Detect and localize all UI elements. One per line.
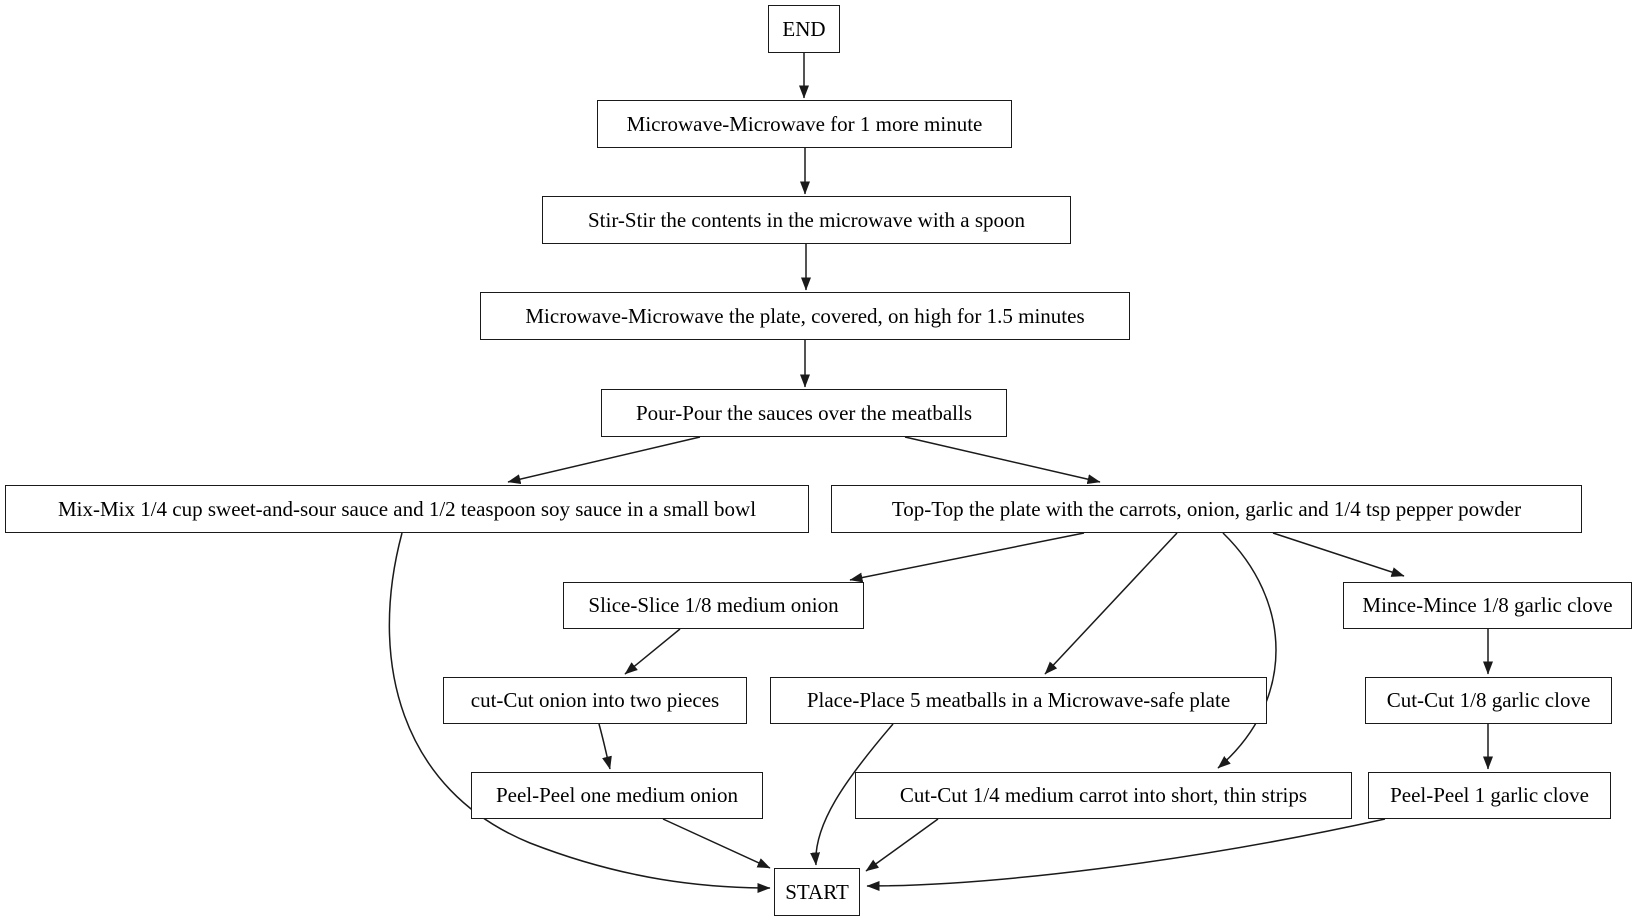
node-start: START	[774, 868, 860, 916]
node-label: Peel-Peel one medium onion	[495, 783, 739, 807]
node-label: cut-Cut onion into two pieces	[470, 688, 720, 712]
node-label: Cut-Cut 1/8 garlic clove	[1386, 688, 1591, 712]
node-label: Cut-Cut 1/4 medium carrot into short, th…	[899, 783, 1308, 807]
node-top: Top-Top the plate with the carrots, onio…	[831, 485, 1582, 533]
edge-peel-garlic-to-start	[866, 818, 1386, 891]
node-label: Mince-Mince 1/8 garlic clove	[1362, 593, 1613, 617]
node-mix: Mix-Mix 1/4 cup sweet-and-sour sauce and…	[5, 485, 809, 533]
node-cut-garlic: Cut-Cut 1/8 garlic clove	[1365, 677, 1612, 724]
edge-pour-to-mix	[507, 436, 701, 485]
node-pour: Pour-Pour the sauces over the meatballs	[601, 389, 1007, 437]
node-label: Peel-Peel 1 garlic clove	[1390, 783, 1589, 807]
edge-cut-onion-to-peel-onion	[598, 723, 612, 770]
edge-top-to-place	[1044, 532, 1178, 675]
node-label: Place-Place 5 meatballs in a Microwave-s…	[806, 688, 1231, 712]
edge-place-to-start	[810, 723, 894, 866]
node-label: Pour-Pour the sauces over the meatballs	[635, 400, 973, 425]
node-mince: Mince-Mince 1/8 garlic clove	[1343, 582, 1632, 629]
node-label: Slice-Slice 1/8 medium onion	[588, 593, 839, 617]
node-slice: Slice-Slice 1/8 medium onion	[563, 582, 864, 629]
edge-top-to-slice	[849, 532, 1085, 583]
edge-mix-to-start	[388, 532, 771, 893]
edge-top-to-cut-carrot	[1217, 532, 1277, 769]
edge-cut-carrot-to-start	[865, 818, 939, 872]
edge-slice-to-cut-onion	[624, 628, 681, 675]
node-peel-onion: Peel-Peel one medium onion	[471, 772, 763, 819]
node-label: START	[785, 879, 849, 904]
node-label: Microwave-Microwave the plate, covered, …	[525, 303, 1085, 328]
node-end: END	[768, 5, 840, 53]
node-label: Stir-Stir the contents in the microwave …	[587, 207, 1025, 232]
node-mw1: Microwave-Microwave for 1 more minute	[597, 100, 1012, 148]
node-label: Microwave-Microwave for 1 more minute	[626, 111, 983, 136]
edge-peel-onion-to-start	[662, 818, 771, 869]
node-label: Mix-Mix 1/4 cup sweet-and-sour sauce and…	[57, 496, 757, 521]
node-stir: Stir-Stir the contents in the microwave …	[542, 196, 1071, 244]
node-cut-onion: cut-Cut onion into two pieces	[443, 677, 747, 724]
edge-pour-to-top	[904, 436, 1101, 485]
node-mw2: Microwave-Microwave the plate, covered, …	[480, 292, 1130, 340]
node-cut-carrot: Cut-Cut 1/4 medium carrot into short, th…	[855, 772, 1352, 819]
node-place: Place-Place 5 meatballs in a Microwave-s…	[770, 677, 1267, 724]
node-label: END	[782, 16, 826, 41]
edge-top-to-mince	[1272, 532, 1405, 577]
node-peel-garlic: Peel-Peel 1 garlic clove	[1368, 772, 1611, 819]
node-label: Top-Top the plate with the carrots, onio…	[891, 496, 1522, 521]
